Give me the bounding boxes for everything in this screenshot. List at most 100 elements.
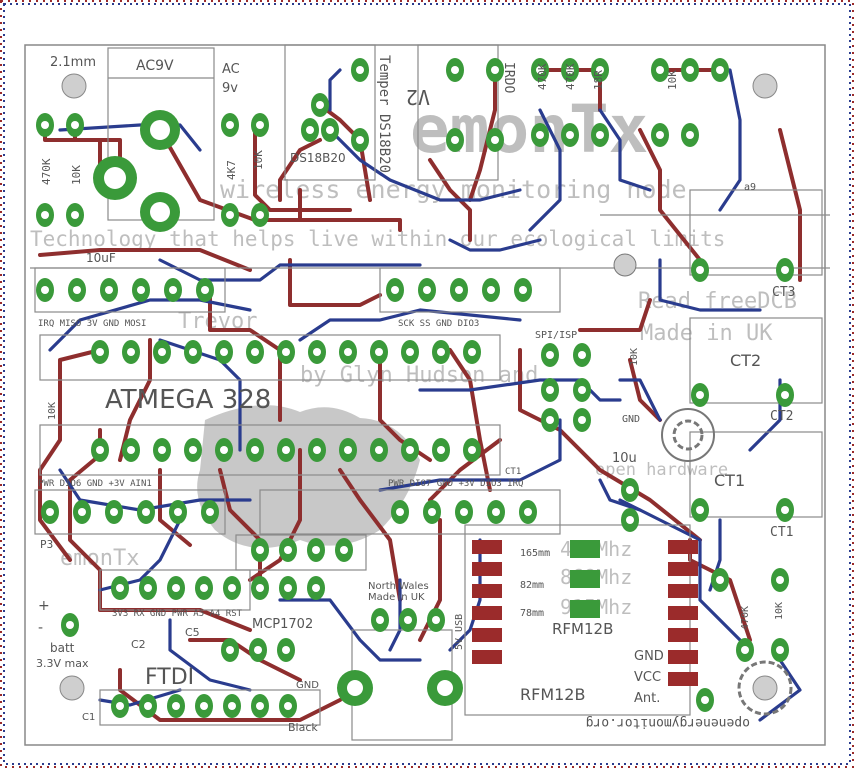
ac-voltage-label: 9v (222, 81, 238, 96)
pad-hole (696, 506, 704, 514)
pad-hole (781, 391, 789, 399)
pad-hole (451, 66, 459, 74)
resistor-470k-b: 470K (564, 63, 577, 90)
pad-hole (66, 621, 74, 629)
pad-hole (781, 266, 789, 274)
batt-plus: + (38, 598, 50, 614)
pad-hole (312, 584, 320, 592)
pad-hole (356, 66, 364, 74)
pad-hole (536, 66, 544, 74)
pad-hole (228, 584, 236, 592)
pad-hole (716, 576, 724, 584)
ghost-technology: Technology that helps live within our ec… (30, 227, 725, 251)
pad-hole (228, 702, 236, 710)
pad-hole (105, 286, 113, 294)
ghost-silkscreen: emonTx wireless energy monitoring node T… (30, 91, 797, 619)
pad-hole (116, 702, 124, 710)
cap-10u-label: 10u (612, 451, 637, 466)
pad-hole (73, 286, 81, 294)
dim-82mm: 82mm (520, 580, 544, 591)
pad-hole (536, 131, 544, 139)
ac-label: AC (222, 62, 240, 77)
dim-78mm: 78mm (520, 608, 544, 619)
pad-hole (326, 126, 334, 134)
pad-hole (376, 616, 384, 624)
pad-hole (78, 508, 86, 516)
rfm12b-label: RFM12B (520, 685, 585, 704)
pad-hole (313, 446, 321, 454)
spi-isp-label: SPI/ISP (535, 330, 577, 341)
pad-hole (256, 702, 264, 710)
mcp-label: MCP1702 (252, 617, 313, 632)
pad-hole (144, 584, 152, 592)
pad-hole (226, 121, 234, 129)
version-label: V2 (406, 85, 430, 109)
pad-hole (226, 211, 234, 219)
batt-max-label: 3.3V max (36, 657, 89, 670)
ct1-box-label: CT1 (714, 471, 745, 490)
gnd-small-label: GND (622, 414, 640, 425)
pad-hole (41, 286, 49, 294)
header-left-pins: IRQ MISO 3V GND MOSI (38, 319, 146, 329)
pad-hole (200, 702, 208, 710)
pad-hole (200, 584, 208, 592)
pad-hole (220, 446, 228, 454)
pad-hole (566, 131, 574, 139)
pad-hole (391, 286, 399, 294)
pad-hole (174, 508, 182, 516)
pad-hole (313, 348, 321, 356)
pad-hole (487, 286, 495, 294)
resistor-4k7: 4K7 (225, 160, 238, 180)
pad-hole (626, 516, 634, 524)
pad-hole (127, 446, 135, 454)
ct1-label: CT1 (770, 525, 793, 540)
ac-input-label: AC9V (136, 58, 174, 74)
rfm12b-smd-pads (472, 540, 698, 686)
black-label: Black (288, 721, 318, 734)
rfm-ant-label: Ant. (634, 691, 660, 706)
ghost-open-hardware: open hardware (595, 460, 728, 480)
pad-hole (437, 446, 445, 454)
resistor-10k-a: 10K (70, 165, 83, 185)
c2-label: C2 (131, 638, 146, 651)
pad-hole (406, 446, 414, 454)
resistor-10k-c: 10K (252, 150, 265, 170)
pad-hole (340, 546, 348, 554)
pad-hole (172, 584, 180, 592)
ghost-made-in: Made in UK (640, 321, 773, 346)
pad-hole (432, 616, 440, 624)
pad-hole (344, 348, 352, 356)
pad-hole (189, 348, 197, 356)
pad-hole (741, 646, 749, 654)
pad-hole (491, 66, 499, 74)
ir-label: IRDO (501, 62, 516, 93)
pad-hole (626, 486, 634, 494)
dim-165mm: 165mm (520, 548, 550, 559)
pad-hole (492, 508, 500, 516)
silkscreen-labels: 2.1mm AC9V AC 9v DS18B20 Temper DS18B20 … (36, 55, 795, 734)
temp-sensor-label: Temper DS18B20 (376, 55, 392, 173)
pad-hole (220, 348, 228, 356)
pad-hole (96, 348, 104, 356)
pad-hole (282, 348, 290, 356)
pad-hole (696, 266, 704, 274)
pad-hole (284, 702, 292, 710)
bottom-header-left-pins: PWR DIO6 GND +3V AIN1 (38, 479, 152, 489)
header-mid-pins: SCK SS GND DIO3 (398, 319, 479, 329)
pad-hole (356, 136, 364, 144)
pad-hole (282, 446, 290, 454)
pad-hole (686, 131, 694, 139)
resistor-18r: 18R (592, 70, 605, 90)
pad-hole (172, 702, 180, 710)
board-border-dotted-blue (3, 3, 851, 765)
ct2-box-label: CT2 (730, 351, 761, 370)
ds18b20-label: DS18B20 (290, 151, 346, 165)
pad-hole (158, 446, 166, 454)
resistor-470k-a: 470K (536, 63, 549, 90)
resistor-470k-c: 470K (40, 158, 53, 185)
pad-hole (306, 126, 314, 134)
pad-hole (686, 66, 694, 74)
pad-hole (656, 131, 664, 139)
north-wales-label: North Wales (368, 581, 429, 592)
